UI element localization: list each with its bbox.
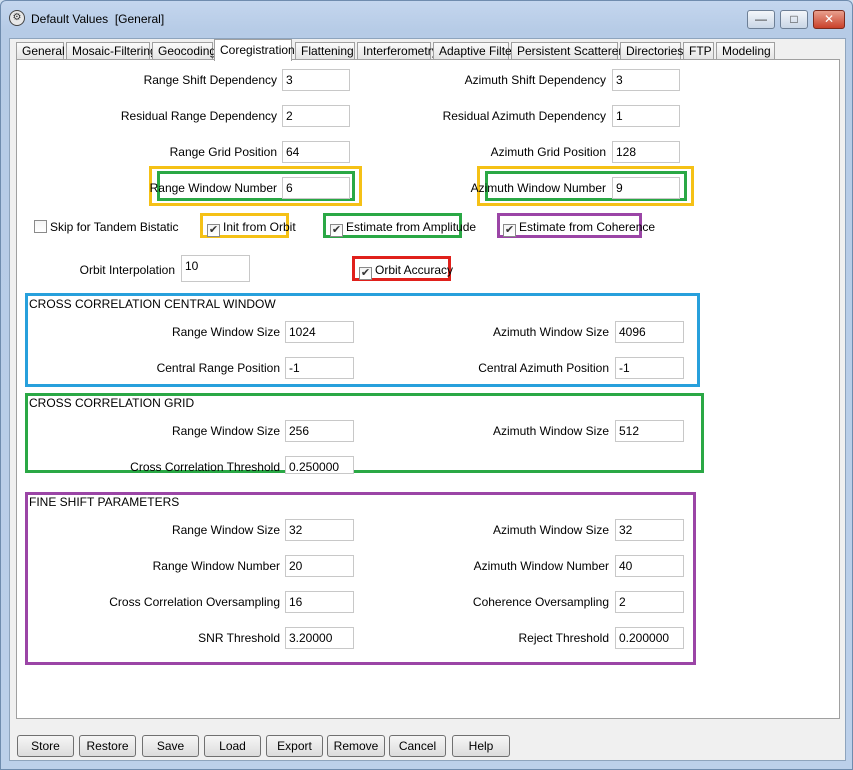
maximize-button[interactable]: □ <box>780 10 808 29</box>
residual-azimuth-dependency-label: Residual Azimuth Dependency <box>442 109 606 123</box>
snr-threshold-label: SNR Threshold <box>198 631 280 645</box>
orbit-accuracy-label: Orbit Accuracy <box>375 263 454 277</box>
fs-range-window-size-label: Range Window Size <box>171 523 280 537</box>
restore-button[interactable]: Restore <box>79 735 136 757</box>
azimuth-grid-position-input[interactable]: 128 <box>612 141 680 163</box>
checkmark-icon[interactable]: ✔ <box>503 224 516 237</box>
checkbox-box[interactable] <box>34 220 47 233</box>
tab-mosaic-filtering[interactable]: Mosaic-Filtering <box>66 42 157 60</box>
tab-geocoding[interactable]: Geocoding <box>152 42 216 60</box>
snr-threshold-input[interactable]: 3.20000 <box>285 627 354 649</box>
skip-tandem-checkbox[interactable]: Skip for Tandem Bistatic <box>34 220 179 236</box>
tab-general[interactable]: General <box>16 42 65 60</box>
coherence-oversampling-label: Coherence Oversampling <box>472 595 609 609</box>
fs-range-window-size-input[interactable]: 32 <box>285 519 354 541</box>
window-title: Default Values [General] <box>31 12 165 26</box>
skip-tandem-label: Skip for Tandem Bistatic <box>50 220 179 234</box>
gear-globe-icon[interactable]: ⚙ <box>9 10 25 26</box>
tab-modeling[interactable]: Modeling <box>716 42 775 60</box>
fs-azimuth-window-size-input[interactable]: 32 <box>615 519 684 541</box>
grid-range-window-size-input[interactable]: 256 <box>285 420 354 442</box>
grid-azimuth-window-size-label: Azimuth Window Size <box>492 424 609 438</box>
tab-persistent-scatterers[interactable]: Persistent Scatterers <box>511 42 628 60</box>
orbit-interpolation-input[interactable]: 10 <box>181 255 250 282</box>
client-area: General Mosaic-Filtering Geocoding Coreg… <box>9 38 846 761</box>
central-azimuth-position-label: Central Azimuth Position <box>478 361 609 375</box>
residual-range-dependency-label: Residual Range Dependency <box>120 109 277 123</box>
azimuth-window-number-label: Azimuth Window Number <box>470 181 606 195</box>
tab-interferometry[interactable]: Interferometry <box>357 42 438 60</box>
reject-threshold-input[interactable]: 0.200000 <box>615 627 684 649</box>
tab-ftp[interactable]: FTP <box>683 42 714 60</box>
fs-range-window-number-label: Range Window Number <box>152 559 280 573</box>
range-shift-dependency-label: Range Shift Dependency <box>143 73 277 87</box>
save-button[interactable]: Save <box>142 735 199 757</box>
cc-oversampling-input[interactable]: 16 <box>285 591 354 613</box>
orbit-interpolation-label: Orbit Interpolation <box>79 263 175 277</box>
central-azimuth-position-input[interactable]: -1 <box>615 357 684 379</box>
checkmark-icon[interactable]: ✔ <box>330 224 343 237</box>
title-bar[interactable]: ⚙ Default Values [General] — □ ✕ <box>1 1 852 35</box>
load-button[interactable]: Load <box>204 735 261 757</box>
cc-threshold-label: Cross Correlation Threshold <box>130 460 280 474</box>
central-range-position-input[interactable]: -1 <box>285 357 354 379</box>
estimate-from-coherence-label: Estimate from Coherence <box>519 220 656 234</box>
fs-range-window-number-input[interactable]: 20 <box>285 555 354 577</box>
reject-threshold-label: Reject Threshold <box>518 631 610 645</box>
store-button[interactable]: Store <box>17 735 74 757</box>
cc-oversampling-label: Cross Correlation Oversampling <box>109 595 280 609</box>
coregistration-panel: Range Shift Dependency 3 Azimuth Shift D… <box>16 59 840 719</box>
tab-adaptive-filter[interactable]: Adaptive Filter <box>433 42 516 60</box>
cc-threshold-input[interactable]: 0.250000 <box>285 456 354 474</box>
cancel-button[interactable]: Cancel <box>389 735 446 757</box>
orbit-accuracy-checkbox[interactable]: ✔Orbit Accuracy <box>359 263 454 280</box>
cw-range-window-size-label: Range Window Size <box>171 325 280 339</box>
central-range-position-label: Central Range Position <box>156 361 280 375</box>
cw-azimuth-window-size-label: Azimuth Window Size <box>492 325 609 339</box>
close-button[interactable]: ✕ <box>813 10 845 29</box>
init-from-orbit-checkbox[interactable]: ✔Init from Orbit <box>207 220 296 237</box>
range-shift-dependency-input[interactable]: 3 <box>282 69 350 91</box>
tab-directories[interactable]: Directories <box>620 42 683 60</box>
range-window-number-input[interactable]: 6 <box>282 177 350 199</box>
range-window-number-label: Range Window Number <box>149 181 277 195</box>
azimuth-shift-dependency-label: Azimuth Shift Dependency <box>464 73 606 87</box>
estimate-from-amplitude-checkbox[interactable]: ✔Estimate from Amplitude <box>330 220 477 237</box>
fs-azimuth-window-number-input[interactable]: 40 <box>615 555 684 577</box>
minimize-button[interactable]: — <box>747 10 775 29</box>
grid-azimuth-window-size-input[interactable]: 512 <box>615 420 684 442</box>
checkmark-icon[interactable]: ✔ <box>207 224 220 237</box>
grid-title: CROSS CORRELATION GRID <box>29 396 195 410</box>
tab-flattening[interactable]: Flattening <box>295 42 355 60</box>
coherence-oversampling-input[interactable]: 2 <box>615 591 684 613</box>
residual-range-dependency-input[interactable]: 2 <box>282 105 350 127</box>
azimuth-grid-position-label: Azimuth Grid Position <box>490 145 606 159</box>
cw-range-window-size-input[interactable]: 1024 <box>285 321 354 343</box>
range-grid-position-input[interactable]: 64 <box>282 141 350 163</box>
azimuth-shift-dependency-input[interactable]: 3 <box>612 69 680 91</box>
fine-shift-title: FINE SHIFT PARAMETERS <box>29 495 180 509</box>
residual-azimuth-dependency-input[interactable]: 1 <box>612 105 680 127</box>
checkmark-icon[interactable]: ✔ <box>359 267 372 280</box>
cw-azimuth-window-size-input[interactable]: 4096 <box>615 321 684 343</box>
fs-azimuth-window-number-label: Azimuth Window Number <box>473 559 609 573</box>
azimuth-window-number-input[interactable]: 9 <box>612 177 680 199</box>
fs-azimuth-window-size-label: Azimuth Window Size <box>492 523 609 537</box>
central-window-title: CROSS CORRELATION CENTRAL WINDOW <box>29 297 276 311</box>
grid-range-window-size-label: Range Window Size <box>171 424 280 438</box>
estimate-from-amplitude-label: Estimate from Amplitude <box>346 220 477 234</box>
export-button[interactable]: Export <box>266 735 323 757</box>
init-from-orbit-label: Init from Orbit <box>223 220 296 234</box>
estimate-from-coherence-checkbox[interactable]: ✔Estimate from Coherence <box>503 220 656 237</box>
range-grid-position-label: Range Grid Position <box>169 145 277 159</box>
help-button[interactable]: Help <box>452 735 510 757</box>
tab-coregistration[interactable]: Coregistration <box>214 39 295 61</box>
remove-button[interactable]: Remove <box>327 735 385 757</box>
